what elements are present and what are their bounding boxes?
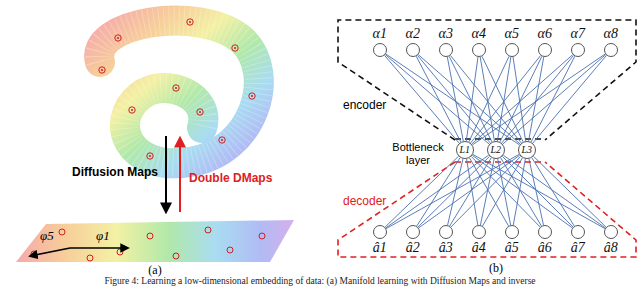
- input-neuron: α3: [439, 43, 453, 57]
- input-neuron: α5: [505, 43, 519, 57]
- input-neuron: α2: [406, 43, 420, 57]
- arrow-label: Diffusion Maps: [72, 165, 158, 179]
- neuron-label: α1: [373, 27, 387, 41]
- output-neuron: â4: [472, 225, 486, 239]
- connector: [532, 158, 575, 226]
- input-neuron: α1: [373, 43, 387, 57]
- connector: [473, 154, 605, 228]
- bottleneck-neuron: L2: [487, 141, 505, 159]
- connector: [497, 57, 510, 141]
- connector: [385, 156, 458, 227]
- neuron-label: L3: [521, 145, 532, 155]
- connector: [418, 55, 520, 144]
- neuron-label: â2: [406, 241, 420, 255]
- neuron-label: α3: [439, 27, 453, 41]
- input-neuron: α6: [538, 43, 552, 57]
- connector: [513, 159, 525, 225]
- connector: [533, 55, 607, 143]
- input-neuron: α8: [604, 43, 618, 57]
- neuron-label: â4: [472, 241, 486, 255]
- connector: [529, 57, 544, 141]
- panel-label: (b): [489, 261, 503, 275]
- connector: [448, 159, 463, 225]
- connector: [513, 57, 526, 141]
- connector: [385, 55, 460, 143]
- embedding-sheet: [16, 220, 294, 262]
- connector: [500, 56, 542, 142]
- section-label: encoder: [343, 98, 386, 112]
- output-neuron: â3: [439, 225, 453, 239]
- connector: [531, 56, 575, 142]
- connector: [533, 156, 606, 227]
- connector: [418, 156, 490, 227]
- neuron-label: â1: [373, 241, 387, 255]
- neuron-label: â5: [505, 241, 519, 255]
- output-neuron: â7: [571, 225, 585, 239]
- connector: [451, 156, 521, 227]
- axis-label: φ5: [40, 228, 54, 243]
- connector: [386, 155, 489, 228]
- neuron-label: L1: [459, 145, 470, 155]
- output-neuron: â1: [373, 225, 387, 239]
- neuron-label: α8: [604, 27, 618, 41]
- decoder-bottleneck-edge: [455, 161, 545, 162]
- connector: [472, 54, 605, 145]
- arrow-label: Double DMaps: [189, 171, 272, 185]
- inverse-arrow: [179, 138, 181, 212]
- connector: [466, 57, 478, 141]
- connector: [419, 155, 520, 228]
- input-neuron: α7: [571, 43, 585, 57]
- neuron-label: L2: [490, 145, 501, 155]
- neuron-label: â7: [571, 241, 585, 255]
- neuron-label: α2: [406, 27, 420, 41]
- output-neuron: â2: [406, 225, 420, 239]
- output-neuron: â6: [538, 225, 552, 239]
- connector: [386, 154, 519, 228]
- swiss-roll: [99, 19, 259, 164]
- panel-label: (a): [148, 263, 161, 277]
- layer-label: Bottleneck layer: [385, 141, 451, 167]
- connector: [480, 159, 494, 225]
- decoder-outline: [338, 162, 636, 257]
- connector: [417, 55, 490, 143]
- connector: [483, 158, 523, 226]
- connector: [472, 55, 573, 144]
- neuron-label: â8: [604, 241, 618, 255]
- encoder-bottleneck-edge: [455, 138, 545, 139]
- output-neuron: â5: [505, 225, 519, 239]
- neuron-label: â6: [538, 241, 552, 255]
- connector: [503, 55, 606, 145]
- connector: [472, 155, 572, 228]
- phi5-arrow: [30, 248, 70, 256]
- neuron-label: α6: [538, 27, 552, 41]
- neuron-label: â3: [439, 241, 453, 255]
- connector: [529, 159, 544, 225]
- connector: [450, 55, 521, 143]
- connector: [386, 54, 520, 145]
- output-neuron: â8: [604, 225, 618, 239]
- section-label: decoder: [343, 194, 386, 208]
- neuron-label: α7: [571, 27, 585, 41]
- bottleneck-neuron: L3: [518, 141, 536, 159]
- bottleneck-neuron: L1: [456, 141, 474, 159]
- neuron-label: α4: [472, 27, 486, 41]
- connector: [503, 155, 605, 228]
- phi1-arrow: [70, 247, 128, 249]
- figure-caption: Figure 4: Learning a low-dimensional emb…: [104, 276, 535, 287]
- forward-arrow: [165, 136, 167, 212]
- input-neuron: α4: [472, 43, 486, 57]
- axis-label: φ1: [96, 228, 110, 243]
- neuron-label: α5: [505, 27, 519, 41]
